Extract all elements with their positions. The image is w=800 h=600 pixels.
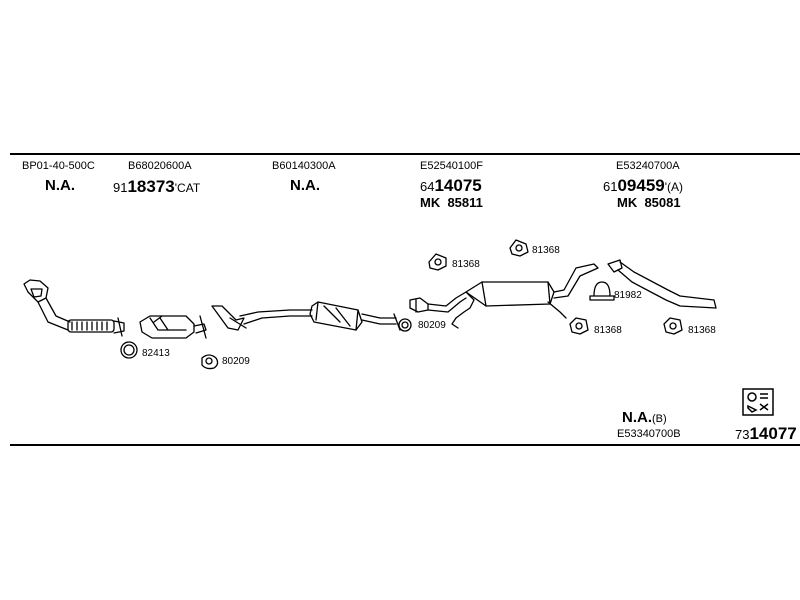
mk-number-4: MK 85811 <box>420 196 483 209</box>
part-code-1: BP01-40-500C <box>22 160 95 172</box>
part-number-2: 9118373'CAT <box>113 178 200 195</box>
part-label-81982: 81982 <box>614 290 642 301</box>
part-code-2: B68020600A <box>128 160 192 172</box>
gasket-80209-right <box>398 318 412 332</box>
front-pipe <box>23 279 125 337</box>
tail-pipe <box>607 259 717 309</box>
part-label-80209-right: 80209 <box>418 320 446 331</box>
footer-rule <box>10 444 800 446</box>
rubber-mount-81368-c <box>569 317 589 335</box>
clamp-81982 <box>589 281 615 301</box>
part-number-suffix: 'CAT <box>174 181 201 195</box>
bottom-part-value: N.A.(B) <box>622 410 667 425</box>
mk-value: 85081 <box>644 195 681 210</box>
rubber-mount-81368-d <box>663 317 683 335</box>
rubber-mount-81368-b <box>509 239 529 257</box>
part-number-prefix: 64 <box>420 179 435 194</box>
header-rule <box>10 153 800 155</box>
part-value-3: N.A. <box>290 177 320 194</box>
part-label-81368-d: 81368 <box>688 325 716 336</box>
catalytic-converter <box>139 315 207 339</box>
mk-label: MK <box>617 195 638 210</box>
mk-value: 85811 <box>447 195 483 210</box>
part-label-82413: 82413 <box>142 348 170 359</box>
kit-number: 7314077 <box>735 425 797 442</box>
part-number-prefix: 91 <box>113 180 128 195</box>
gasket-80209-left <box>201 354 219 370</box>
part-label-81368-b: 81368 <box>532 245 560 256</box>
part-number-4: 6414075 <box>420 177 482 194</box>
part-value-1: N.A. <box>45 177 75 194</box>
part-code-3: B60140300A <box>272 160 336 172</box>
bottom-part-code: E53340700B <box>617 428 681 440</box>
bottom-na: N.A. <box>622 409 652 426</box>
part-code-4: E52540100F <box>420 160 483 172</box>
part-label-81368-c: 81368 <box>594 325 622 336</box>
bottom-na-suffix: (B) <box>652 413 667 425</box>
kit-number-main: 14077 <box>749 424 797 443</box>
part-code-5: E53240700A <box>616 160 680 172</box>
part-label-81368-a: 81368 <box>452 259 480 270</box>
part-label-80209-left: 80209 <box>222 356 250 367</box>
part-number-main: 18373 <box>127 177 175 196</box>
part-number-5: 6109459'(A) <box>603 177 683 194</box>
part-number-main: 14075 <box>434 176 482 195</box>
part-number-prefix: 61 <box>603 179 618 194</box>
part-number-suffix: '(A) <box>664 180 684 194</box>
mk-number-5: MK 85081 <box>617 196 681 209</box>
kit-number-prefix: 73 <box>735 427 750 442</box>
center-pipe <box>211 301 401 331</box>
part-number-main: 09459 <box>617 176 665 195</box>
mounting-kit-icon <box>742 388 774 416</box>
rubber-mount-81368-a <box>428 253 447 271</box>
mk-label: MK <box>420 195 441 210</box>
rear-muffler <box>409 263 599 329</box>
gasket-82413 <box>120 341 138 359</box>
